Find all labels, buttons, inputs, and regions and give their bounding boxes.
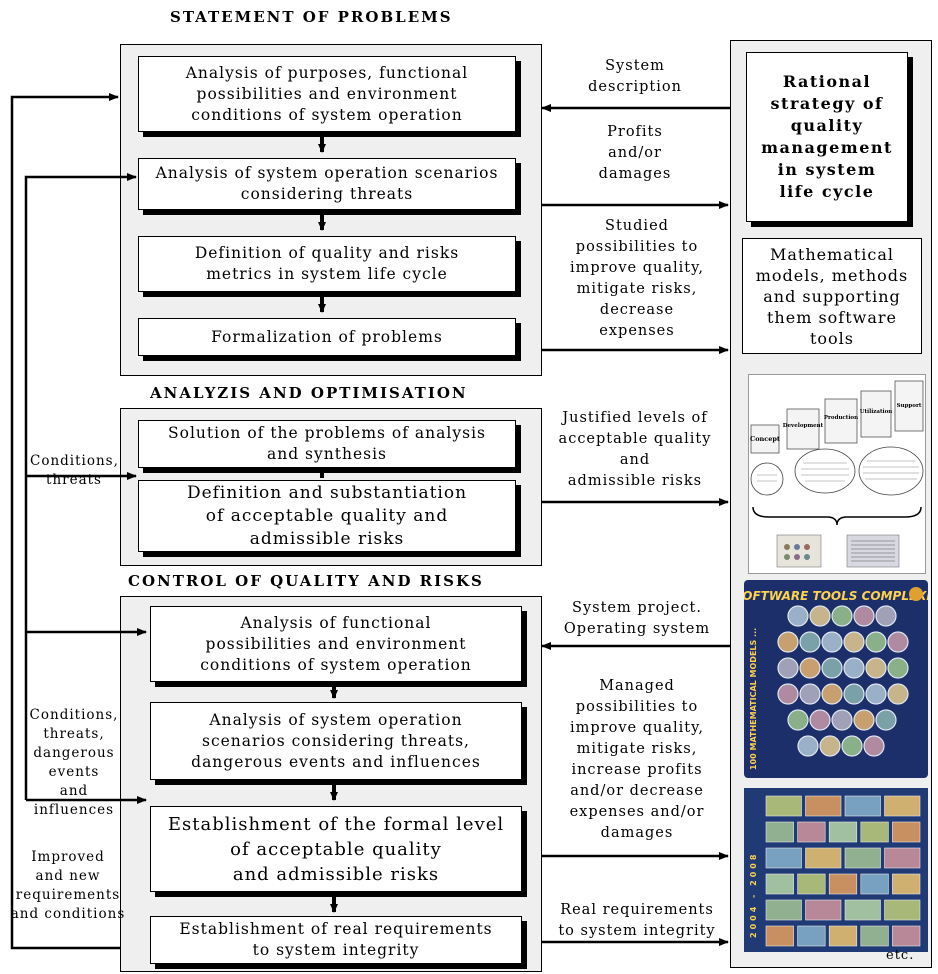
strategy-box: Rational strategy of quality management … [746, 52, 908, 222]
label-justified: Justified levels of acceptable quality a… [558, 410, 712, 489]
tool-coin [777, 683, 799, 705]
tool-coin [887, 631, 909, 653]
lifecycle-diagram: Concept Development Production Utilizati… [749, 375, 925, 573]
tool-coin [831, 709, 853, 731]
tool-coin [821, 631, 843, 653]
project-thumbnail [884, 795, 921, 817]
tool-coin [843, 657, 865, 679]
software-tools-graphic: 35 SOFTWARE TOOLS COMPLEXES 100 MATHEMAT… [744, 580, 928, 778]
tool-coin [887, 657, 909, 679]
project-thumbnail [844, 847, 881, 869]
project-thumbnail [884, 899, 921, 921]
tool-coin [787, 605, 809, 627]
analysis-box-definition: Definition and substantiation of accepta… [138, 480, 516, 552]
control-box-formal-level: Establishment of the formal level of acc… [150, 806, 522, 892]
tool-coin [777, 657, 799, 679]
project-thumbnail [797, 925, 826, 947]
tool-coin [819, 735, 841, 757]
tool-coin [843, 631, 865, 653]
tool-coin [799, 657, 821, 679]
statement-box-metrics: Definition of quality and risks metrics … [138, 236, 516, 292]
models-box: Mathematical models, methods and support… [742, 238, 922, 354]
analysis-box-solution: Solution of the problems of analysis and… [138, 420, 516, 468]
heading-statement-of-problems: STATEMENT OF PROBLEMS [170, 8, 453, 26]
tool-coin [887, 683, 909, 705]
tools-banner: 35 SOFTWARE TOOLS COMPLEXES [744, 589, 928, 603]
stage-support: Support [897, 403, 922, 409]
project-thumbnail [828, 873, 858, 895]
years-graphic: 2004 - 2008 [744, 788, 928, 952]
project-thumbnail [844, 899, 881, 921]
project-thumbnail [828, 821, 858, 843]
project-thumbnail [765, 847, 802, 869]
label-improved-requirements: Improved and new requirements and condit… [10, 849, 126, 922]
project-thumbnail [828, 925, 858, 947]
tool-coin [797, 735, 819, 757]
label-system-project: System project. Operating system [563, 600, 711, 637]
tool-coin [875, 605, 897, 627]
stage-development: Development [783, 423, 824, 429]
project-thumbnail [892, 925, 921, 947]
years-text: 2004 - 2008 [749, 852, 758, 938]
tool-coin [809, 709, 831, 731]
project-thumbnail [765, 795, 802, 817]
project-thumbnail [765, 873, 794, 895]
tool-coin [841, 735, 863, 757]
years-picture: 2004 - 2008 [744, 788, 928, 952]
label-profits: Profits and/or damages [598, 124, 672, 182]
label-real-requirements: Real requirements to system integrity [558, 902, 716, 939]
tool-coin [777, 631, 799, 653]
project-thumbnail [860, 925, 889, 947]
project-thumbnail [765, 899, 802, 921]
tools-side-text: 100 MATHEMATICAL MODELS ... [749, 628, 758, 770]
project-thumbnail [844, 795, 881, 817]
tool-coin [843, 683, 865, 705]
tool-coin [853, 605, 875, 627]
project-thumbnail [805, 847, 842, 869]
label-conditions-events: Conditions, threats, dangerous events an… [29, 707, 119, 818]
tool-coin [865, 657, 887, 679]
label-system-description: System description [588, 58, 682, 95]
heading-control-of-quality-and-risks: CONTROL OF QUALITY AND RISKS [128, 572, 484, 590]
stage-concept: Concept [750, 435, 780, 443]
control-box-real-requirements: Establishment of real requirements to sy… [150, 916, 522, 964]
stage-utilization: Utilization [860, 409, 893, 415]
label-studied: Studied possibilities to improve quality… [570, 218, 704, 339]
heading-analysis-and-optimisation: ANALYZIS AND OPTIMISATION [150, 384, 468, 402]
control-box-scenarios: Analysis of system operation scenarios c… [150, 702, 522, 780]
project-thumbnail [805, 899, 842, 921]
tool-coin [865, 631, 887, 653]
tool-coin [799, 631, 821, 653]
project-thumbnail [797, 873, 826, 895]
project-thumbnail [860, 873, 889, 895]
control-box-functional: Analysis of functional possibilities and… [150, 606, 522, 682]
tool-coin [853, 709, 875, 731]
tool-coin [831, 605, 853, 627]
project-thumbnail [797, 821, 826, 843]
statement-box-formalization: Formalization of problems [138, 318, 516, 356]
project-thumbnail [892, 873, 921, 895]
project-thumbnail [860, 821, 889, 843]
project-thumbnail [765, 821, 794, 843]
tool-coin [863, 735, 885, 757]
project-thumbnail [765, 925, 794, 947]
project-thumbnail [884, 847, 921, 869]
tool-coin [865, 683, 887, 705]
tool-coin [787, 709, 809, 731]
etc-label: etc. [886, 948, 915, 963]
tool-coin [809, 605, 831, 627]
statement-box-scenarios: Analysis of system operation scenarios c… [138, 158, 516, 210]
lifecycle-picture: Concept Development Production Utilizati… [748, 374, 926, 574]
tool-coin [821, 683, 843, 705]
project-thumbnail [892, 821, 921, 843]
tool-coin [821, 657, 843, 679]
project-thumbnail [805, 795, 842, 817]
tool-coin [799, 683, 821, 705]
label-managed: Managed possibilities to improve quality… [569, 678, 705, 841]
tool-coin [875, 709, 897, 731]
statement-box-purposes: Analysis of purposes, functional possibi… [138, 56, 516, 132]
software-tools-picture: 35 SOFTWARE TOOLS COMPLEXES 100 MATHEMAT… [744, 580, 928, 778]
stage-production: Production [824, 415, 858, 421]
